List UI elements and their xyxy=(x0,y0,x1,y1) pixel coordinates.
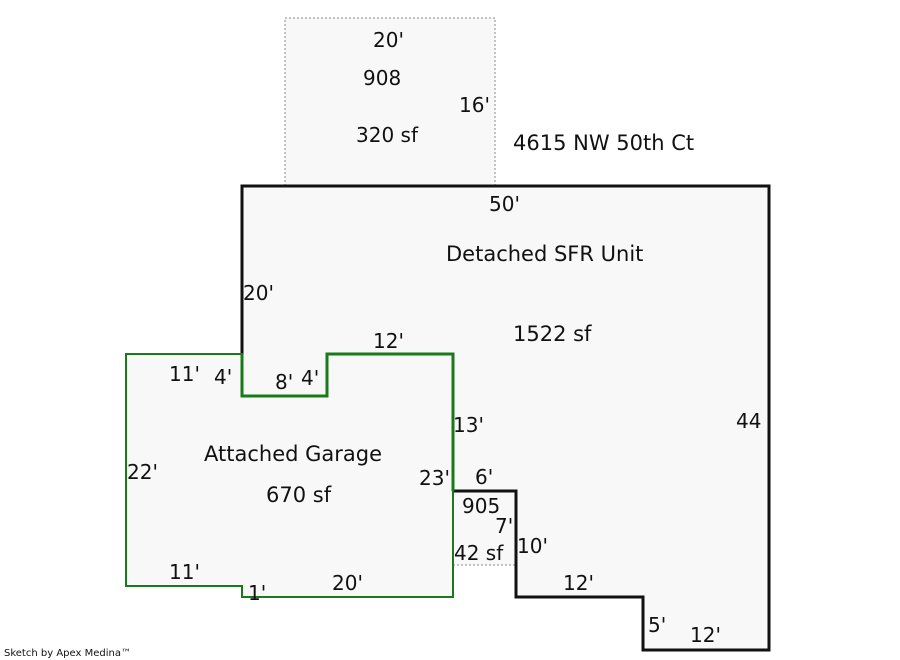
addition-side-dimension: 16' xyxy=(459,93,490,117)
garage-left-dimension: 22' xyxy=(127,460,158,484)
main-right-dimension: 44 xyxy=(736,409,761,433)
porch-side-dimension: 7' xyxy=(495,514,513,538)
main-bottom-dimension: 12' xyxy=(690,623,721,647)
porch-905-area xyxy=(453,491,516,565)
property-address: 4615 NW 50th Ct xyxy=(513,131,694,155)
garage-top-left-dimension: 11' xyxy=(169,362,200,386)
garage-shared-wall xyxy=(240,352,455,491)
garage-step-top-dimension: 12' xyxy=(373,329,404,353)
main-mid-dimension: 13' xyxy=(453,413,484,437)
main-area-name: Detached SFR Unit xyxy=(446,242,643,266)
main-left-dimension: 20' xyxy=(243,281,274,305)
porch-top-dimension: 6' xyxy=(475,465,493,489)
garage-bottom-dimension: 20' xyxy=(332,571,363,595)
porch-code-label: 905 xyxy=(462,494,500,518)
main-step-3-dimension: 5' xyxy=(648,613,666,637)
addition-area-label: 320 sf xyxy=(356,123,419,147)
addition-top-dimension: 20' xyxy=(373,28,404,52)
main-area-size: 1522 sf xyxy=(513,322,592,346)
main-step-1-dimension: 10' xyxy=(517,534,548,558)
garage-notch-right-dimension: 4' xyxy=(301,366,319,390)
garage-area-size: 670 sf xyxy=(266,483,332,507)
porch-area-label: 42 sf xyxy=(454,541,504,565)
garage-jog-dimension: 1' xyxy=(248,581,266,605)
sketch-credit: Sketch by Apex Medina™ xyxy=(4,648,131,659)
garage-area-name: Attached Garage xyxy=(204,442,382,466)
main-step-2-dimension: 12' xyxy=(563,571,594,595)
main-top-dimension: 50' xyxy=(489,192,520,216)
garage-notch-bottom-dimension: 8' xyxy=(275,370,293,394)
garage-notch-left-dimension: 4' xyxy=(214,365,232,389)
addition-code-label: 908 xyxy=(363,66,401,90)
garage-bottom-left-dimension: 11' xyxy=(169,560,200,584)
garage-right-dimension: 23' xyxy=(419,466,450,490)
addition-908-outline xyxy=(284,17,496,187)
